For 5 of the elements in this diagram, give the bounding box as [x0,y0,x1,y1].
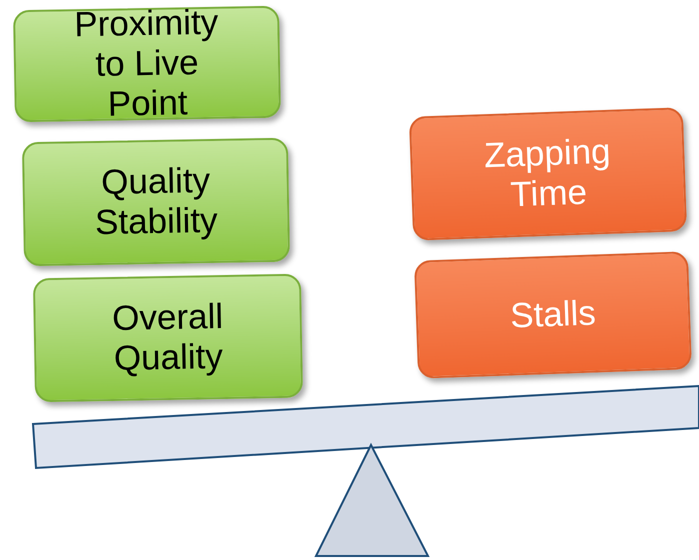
benefit-box: Proximity to Live Point [13,6,281,122]
benefit-box: Overall Quality [32,274,304,402]
drawback-box: Zapping Time [408,107,688,241]
benefit-box: Quality Stability [22,138,290,266]
drawback-box: Stalls [414,251,692,379]
